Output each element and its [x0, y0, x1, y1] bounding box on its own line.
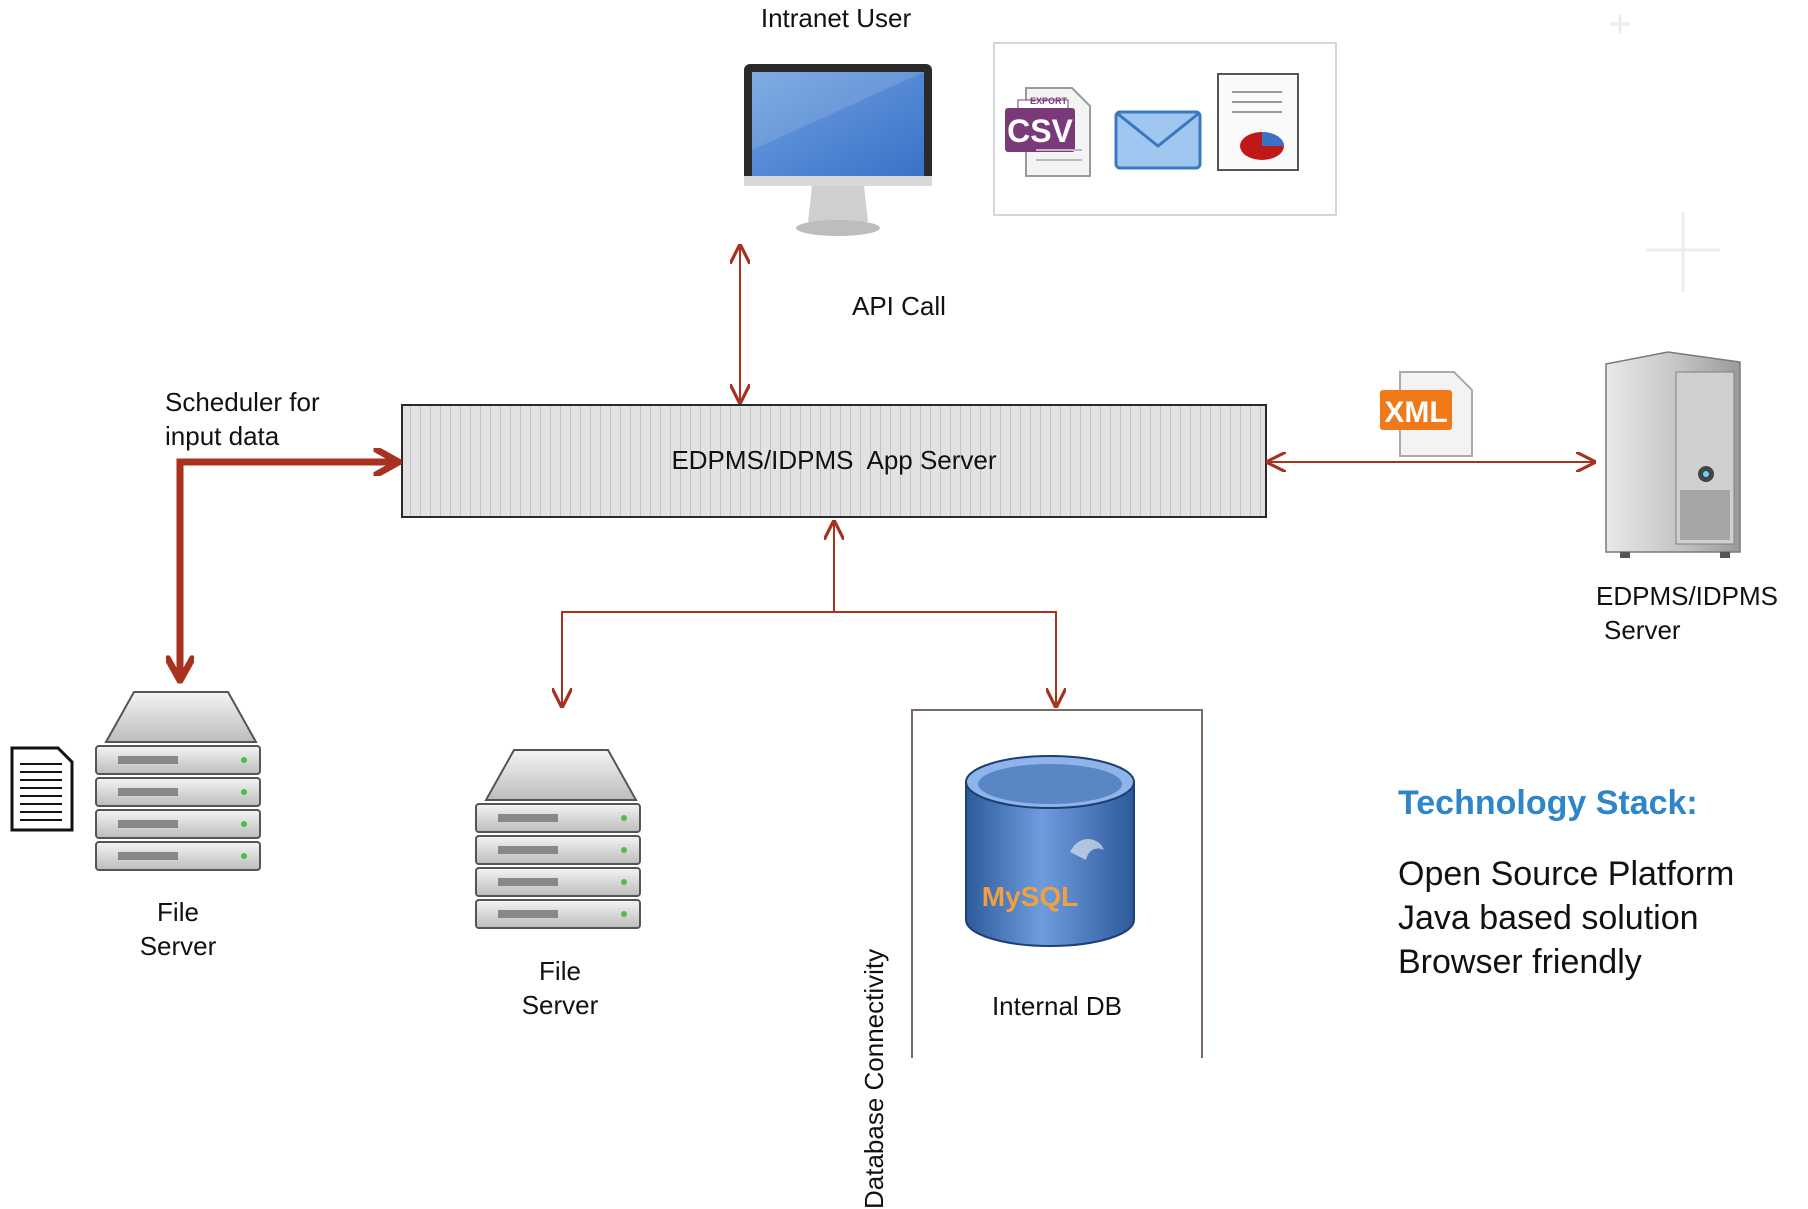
api-call-label: API Call — [852, 291, 946, 321]
tech-stack-item: Java based solution — [1398, 899, 1699, 938]
file-server-left-label-line1: File — [157, 897, 199, 927]
app-server-label: EDPMS/IDPMS App Server — [671, 445, 997, 475]
branch-left-arrow — [562, 611, 834, 706]
tech-stack-item: Open Source Platform — [1398, 855, 1735, 893]
csv-export-label: EXPORT — [1030, 96, 1068, 106]
tech-stack-list: Open Source Platform Java based solution… — [1398, 852, 1734, 985]
file-server-left-label: File Server — [108, 896, 248, 964]
tech-stack-item: Browser friendly — [1398, 943, 1642, 982]
export-formats-panel — [993, 42, 1337, 216]
file-server-mid-label-line2: Server — [521, 989, 599, 1020]
branch-right-arrow — [834, 611, 1056, 706]
db-connectivity-label: Database Connectivity — [859, 948, 889, 1209]
internal-db-label: Internal DB — [991, 991, 1123, 1021]
report-pie-icon — [1217, 73, 1299, 171]
tower-server-icon — [1605, 351, 1741, 558]
document-icon — [10, 746, 74, 832]
edpms-server-label-line1: EDPMS/IDPMS — [1596, 581, 1779, 611]
csv-badge-label: CSV — [1007, 113, 1073, 149]
email-icon — [1114, 110, 1202, 170]
file-server-left-label-line2: Server — [139, 930, 217, 961]
scheduler-arrows — [180, 462, 396, 680]
rack-server-left-icon — [95, 691, 261, 871]
mysql-database-icon — [965, 755, 1135, 947]
edpms-server-label-line2: Server — [1604, 614, 1681, 645]
intranet-user-label: Intranet User — [760, 3, 912, 33]
background-decoration — [1610, 14, 1720, 292]
csv-export-icon — [1005, 87, 1091, 177]
scheduler-label-line1: Scheduler for — [165, 387, 320, 417]
tech-stack-title: Technology Stack: — [1398, 784, 1698, 822]
scheduler-label: Scheduler for input data — [165, 386, 320, 454]
rack-server-mid-icon — [475, 749, 641, 929]
monitor-icon — [744, 64, 932, 236]
edpms-server-label: EDPMS/IDPMS Server — [1596, 580, 1778, 648]
diagram-canvas: EXPORT CSV XML MySQL — [10, 14, 1741, 1058]
mysql-logo-label: MySQL — [982, 881, 1078, 912]
file-server-mid-label: File Server — [490, 955, 630, 1023]
file-server-mid-label-line1: File — [539, 956, 581, 986]
app-server-box — [401, 404, 1267, 518]
xml-file-icon — [1380, 371, 1473, 457]
xml-badge-label: XML — [1384, 396, 1447, 429]
connectors — [562, 246, 1594, 706]
scheduler-label-line2: input data — [165, 420, 280, 451]
